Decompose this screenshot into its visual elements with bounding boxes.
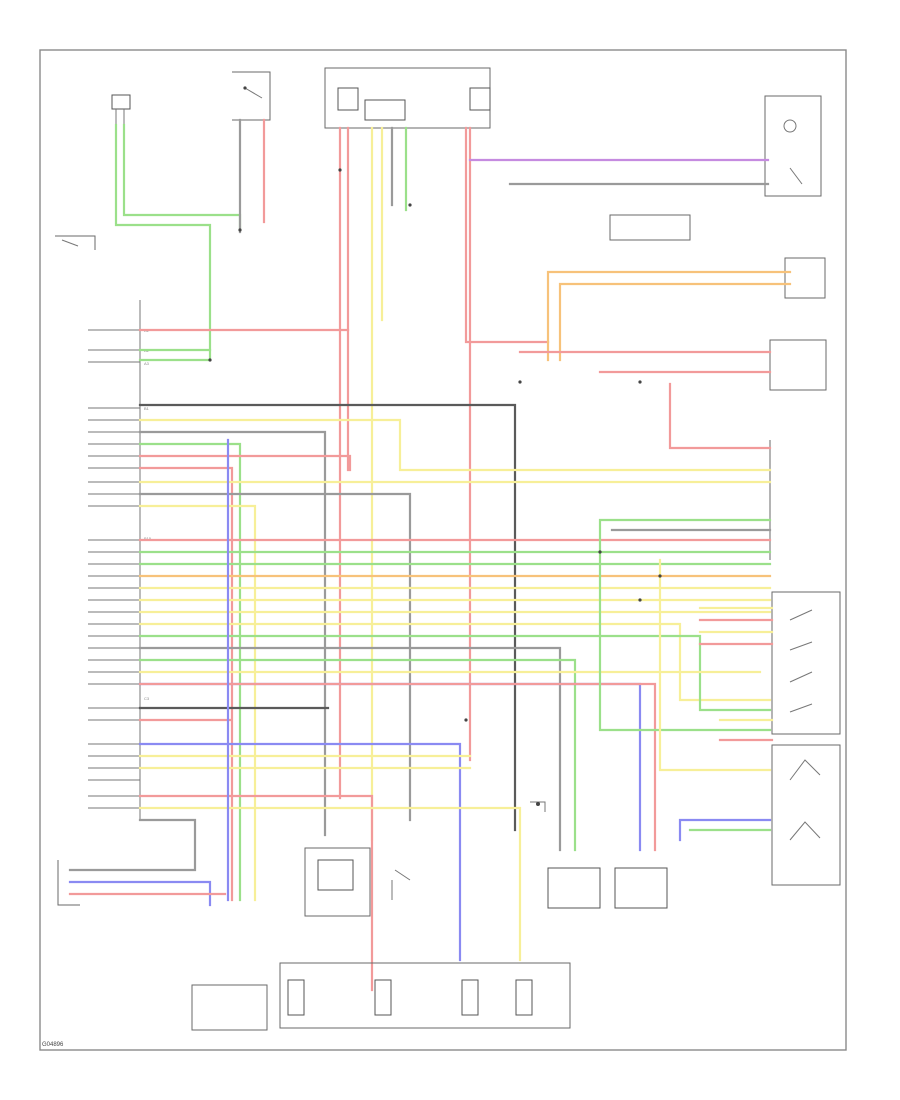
shift-lock-switch (391, 869, 411, 900)
svg-text:B15: B15 (144, 536, 152, 541)
stop-lamp-switch (232, 71, 271, 121)
ground-connector-box (191, 984, 268, 1031)
vehicle-speed-sensor (530, 801, 546, 812)
transmission-solenoid-assembly (279, 962, 571, 1029)
svg-text:C3: C3 (144, 696, 150, 701)
diagram-code: G04896 (42, 1042, 64, 1048)
pulse-generator-1 (547, 867, 601, 909)
svg-text:B1: B1 (144, 406, 150, 411)
cruise-control-unit-left (55, 235, 96, 250)
fuse-relay-box (324, 67, 491, 129)
cruise-control-actuator (769, 339, 827, 391)
diagram-frame (39, 49, 847, 1051)
park-neutral-position-switch-top (784, 257, 826, 299)
pulse-generator-2 (614, 867, 668, 909)
mainshaft-speed-sensor (771, 744, 841, 886)
shift-position-switch (771, 591, 841, 735)
speed-sensor-connector (111, 94, 131, 125)
lock-up-solenoid-box (304, 847, 371, 917)
throttle-position-sensor (57, 860, 80, 906)
wires (68, 118, 792, 992)
junction-dots (208, 168, 662, 722)
tcm-pin-labels (88, 329, 140, 809)
cruise-control-switch (764, 95, 822, 197)
svg-text:A3: A3 (144, 361, 150, 366)
data-link-connector (609, 214, 691, 241)
